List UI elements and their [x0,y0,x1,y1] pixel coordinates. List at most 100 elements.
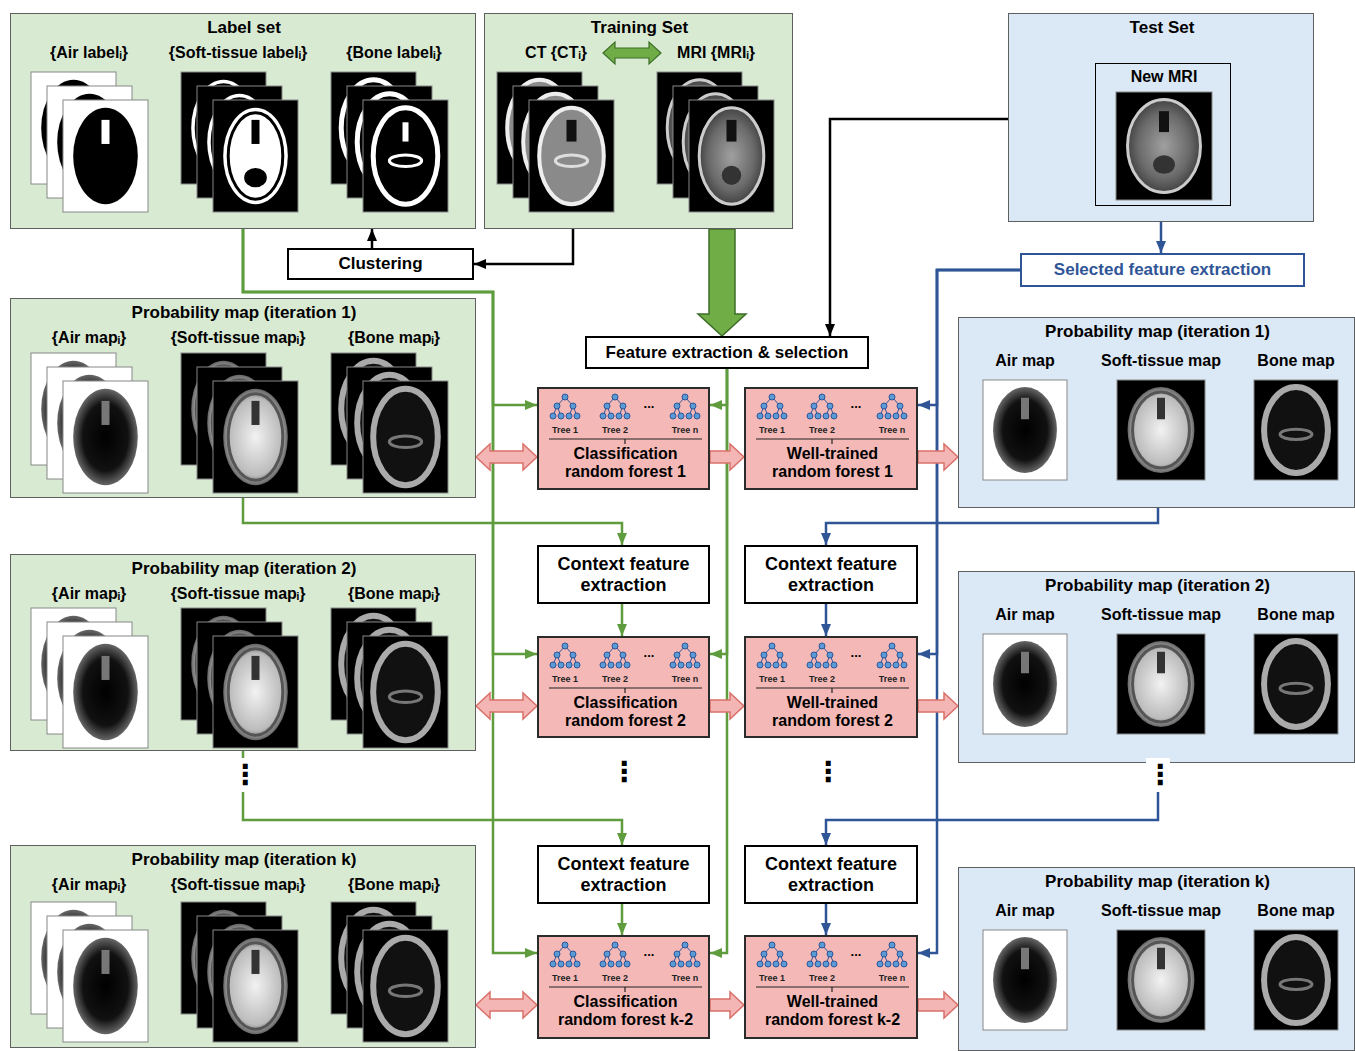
connector [476,693,537,719]
process-box: Feature extraction & selection [585,336,869,369]
tree-label: Tree 1 [752,425,792,435]
column-heading: {Bone mapᵢ} [324,876,464,894]
connector [243,751,622,845]
scan-illustration [959,318,1355,509]
tree-label: Tree n [665,674,705,684]
tree-label: Tree 2 [802,425,842,435]
connector [918,992,958,1018]
ellipsis-label: ... [633,945,665,960]
column-heading: Bone map [1236,352,1355,370]
green-panel: Probability map (iteration 1){Air mapᵢ}{… [10,298,476,498]
connector [710,992,744,1018]
column-heading: Soft-tissue map [1091,606,1231,624]
panel-title: Probability map (iteration 2) [11,559,477,579]
tree-label: Tree 1 [752,973,792,983]
random-forest-box: Tree 1Tree 2...Tree nWell-trained random… [744,636,918,738]
random-forest-box: Tree 1 Tree 2... Tree n Classification rand… [537,387,710,490]
ellipsis-label: ... [840,646,872,661]
random-forest-box: Tree 1Tree 2...Tree nWell-trained random… [744,387,918,490]
column-heading: MRI {MRIᵢ} [651,44,781,62]
ellipsis-label: ... [633,646,665,661]
connector [826,763,1158,845]
green-panel: Label set {Air labelᵢ}{Soft-tissue labelᵢ… [10,13,476,229]
panel-title: Label set [11,18,477,38]
process-label: Selected feature extraction [1022,260,1303,280]
tree-label: Tree 2 [595,425,635,435]
forest-label: Classification random forest 2 [550,694,701,731]
connector [826,508,1158,545]
connector [830,119,1008,336]
connector [918,693,958,719]
tree-label: Tree 2 [595,674,635,684]
process-label: Clustering [289,254,472,274]
column-heading: Air map [965,352,1085,370]
tree-label: Tree n [665,425,705,435]
blue-panel: Probability map (iteration k)Air mapSoft… [958,867,1355,1051]
random-forest-box: Tree 1Tree 2...Tree nClassification rand… [537,636,710,738]
process-box: Context feature extraction [744,545,918,604]
column-heading: Air map [965,606,1085,624]
panel-title: Probability map (iteration 2) [959,576,1355,596]
connector [476,992,537,1018]
column-heading: {Soft-tissue labelᵢ} [148,44,328,62]
tree-label: Tree n [872,973,912,983]
connector [621,604,624,636]
connector [474,229,573,264]
green-panel: Training SetCT {CTᵢ}MRI {MRIᵢ} [484,13,793,229]
tree-label: Tree n [872,425,912,435]
process-label: Context feature extraction [539,854,708,895]
connector [825,904,828,935]
continuation-dots: ⋮ [610,755,634,789]
scan-illustration [11,555,477,752]
column-heading: New MRI [1096,68,1232,86]
ellipsis-label: ... [633,397,665,412]
scan-illustration [959,572,1355,764]
column-heading: Bone map [1236,606,1355,624]
column-heading: {Bone mapᵢ} [324,585,464,603]
column-heading: Air map [965,902,1085,920]
forest-label: Classification random forest 1 [550,445,701,482]
forest-label: Well-trained random forest k-2 [757,993,908,1030]
connector [710,444,744,470]
tree-label: Tree 1 [545,425,585,435]
blue-panel: Probability map (iteration 2) Air map Soft… [958,571,1355,763]
tree-label: Tree 2 [802,973,842,983]
continuation-dots: ⋮ [1146,758,1170,792]
column-heading: Bone map [1236,902,1355,920]
panel-title: Test Set [1009,18,1315,38]
process-box: Context feature extraction [744,845,918,904]
tree-label: Tree 2 [595,973,635,983]
forest-label: Classification random forest k-2 [550,993,701,1030]
scan-illustration [1096,64,1232,207]
random-forest-box: Tree 1Tree 2...Tree nWell-trained random… [744,935,918,1039]
connector [710,369,727,654]
connector [825,604,828,636]
process-label: Feature extraction & selection [587,343,867,363]
green-panel: Probability map (iteration k){Air mapᵢ}{… [10,845,476,1048]
connector [918,444,958,470]
forest-label: Well-trained random forest 2 [757,694,908,731]
connector [371,229,374,248]
blue-panel: Probability map (iteration 1)Air mapSoft… [958,317,1355,508]
column-heading: {Air mapᵢ} [19,585,159,603]
process-box: Selected feature extraction [1020,253,1305,287]
panel-title: Probability map (iteration k) [959,872,1355,892]
connector [698,229,746,336]
panel-title: Probability map (iteration k) [11,850,477,870]
connector [1160,222,1163,253]
column-heading: {Air labelᵢ} [19,44,159,62]
process-box: Context feature extraction [537,545,710,604]
continuation-dots: ⋮ [231,758,255,792]
tree-label: Tree n [872,674,912,684]
column-heading: {Air mapᵢ} [19,876,159,894]
connector [243,498,622,545]
column-heading: {Bone mapᵢ} [324,329,464,347]
process-label: Context feature extraction [539,554,708,595]
column-heading: {Bone labelᵢ} [324,44,464,62]
process-label: Context feature extraction [746,854,916,895]
column-heading: {Soft-tissue mapᵢ} [148,876,328,894]
process-box: Clustering [287,248,474,280]
forest-label: Well-trained random forest 1 [757,445,908,482]
panel-title: Training Set [485,18,794,38]
